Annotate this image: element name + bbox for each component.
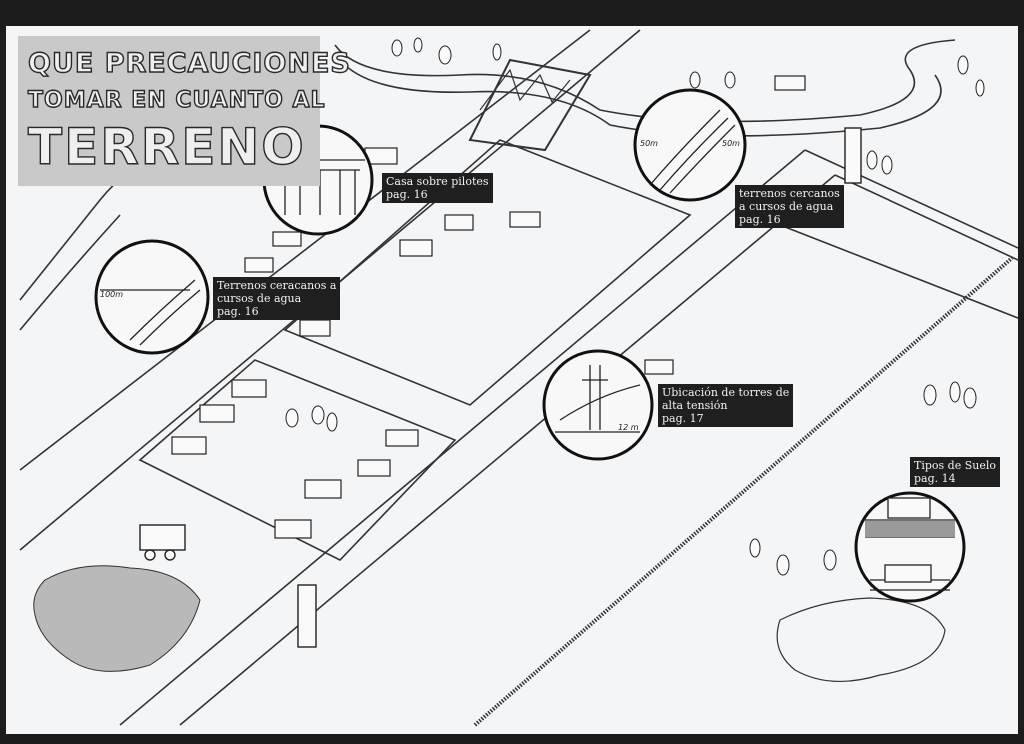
house — [231, 379, 267, 398]
tree — [311, 405, 325, 425]
river-detail — [649, 109, 736, 194]
house — [272, 231, 302, 247]
road-edge-3 — [119, 149, 806, 726]
bridge — [468, 58, 592, 152]
scale-river-right: 50m — [722, 139, 740, 148]
soil-house-1 — [887, 497, 931, 519]
title-block: QUE PRECAUCIONES TOMAR EN CUANTO AL TERR… — [18, 36, 351, 186]
tree — [776, 554, 790, 576]
title-line-2: TOMAR EN CUANTO AL — [27, 87, 326, 113]
soil-house-2 — [884, 564, 932, 583]
callout-line: Casa sobre pilotes — [386, 175, 489, 188]
tower-detail — [555, 365, 641, 433]
detail-circle-distance — [94, 239, 210, 355]
tree — [285, 408, 299, 428]
callout-line: pag. 16 — [217, 305, 259, 318]
callout-line: Tipos de Suelo — [914, 459, 996, 472]
callout-torres: Ubicación de torres de alta tensión pag.… — [658, 384, 794, 427]
scale-river-left: 50m — [640, 139, 658, 148]
river — [334, 39, 956, 123]
tree — [492, 43, 502, 61]
callout-line: Terrenos ceracanos a — [217, 279, 337, 292]
tree — [975, 79, 985, 97]
road-edge-6 — [834, 174, 1019, 261]
house-on-stilts — [275, 159, 365, 215]
soil-layer — [865, 521, 955, 537]
road-edge-4 — [179, 174, 836, 726]
callout-suelo: Tipos de Suelo pag. 14 — [910, 457, 1000, 487]
water-tank — [297, 584, 317, 648]
callout-line: pag. 14 — [914, 472, 956, 485]
block-lower — [138, 359, 457, 561]
title-line-1: QUE PRECAUCIONES — [27, 47, 351, 79]
house — [774, 75, 806, 91]
house — [509, 211, 541, 228]
bulldozer — [139, 524, 186, 561]
tree — [866, 150, 878, 170]
house — [399, 239, 433, 257]
distance-detail — [100, 279, 201, 346]
house — [644, 359, 674, 375]
detail-circle-towers — [542, 349, 654, 461]
tree — [963, 387, 977, 409]
tree — [326, 412, 338, 432]
stream-left-2 — [19, 214, 121, 331]
road-edge-5 — [804, 149, 1019, 249]
callout-terrenos-agua-1: terrenos cercanos a cursos de agua pag. … — [735, 185, 844, 228]
tree — [823, 549, 837, 571]
tree — [438, 45, 452, 65]
tree — [689, 71, 701, 89]
house — [244, 257, 274, 273]
road-edge-7 — [779, 224, 1019, 319]
callout-line: pag. 16 — [386, 188, 428, 201]
callout-casa-pilotes: Casa sobre pilotes pag. 16 — [382, 173, 493, 203]
tree — [391, 39, 403, 57]
callout-line: cursos de agua — [217, 292, 302, 305]
scale-tower: 12 m — [618, 423, 639, 432]
tree — [749, 538, 761, 558]
house — [304, 479, 342, 499]
callout-line: a cursos de agua — [739, 200, 834, 213]
callout-line: pag. 17 — [662, 412, 704, 425]
house — [444, 214, 474, 231]
house — [274, 519, 312, 539]
house — [357, 459, 391, 477]
tree — [724, 71, 736, 89]
flood-pond — [33, 565, 201, 672]
callout-line: alta tensión — [662, 399, 728, 412]
house — [299, 319, 331, 337]
river-bank — [339, 59, 942, 137]
detail-circle-river — [633, 88, 747, 202]
callout-line: Ubicación de torres de — [662, 386, 790, 399]
road-edge-2 — [19, 29, 591, 471]
tree — [957, 55, 969, 75]
callout-terrenos-agua-2: Terrenos ceracanos a cursos de agua pag.… — [213, 277, 341, 320]
callout-line: pag. 16 — [739, 213, 781, 226]
scale-distance: 100m — [100, 290, 123, 299]
block-upper — [283, 139, 692, 406]
house — [171, 436, 207, 455]
tree — [413, 37, 423, 53]
bridge-truss — [479, 68, 571, 111]
house — [385, 429, 419, 447]
tree — [881, 155, 893, 175]
tree — [923, 384, 937, 406]
tree — [949, 381, 961, 403]
title-line-3: TERRENO — [27, 117, 306, 176]
house — [199, 404, 235, 423]
water-tank — [844, 127, 862, 184]
callout-line: terrenos cercanos — [739, 187, 840, 200]
wet-area — [776, 597, 946, 682]
